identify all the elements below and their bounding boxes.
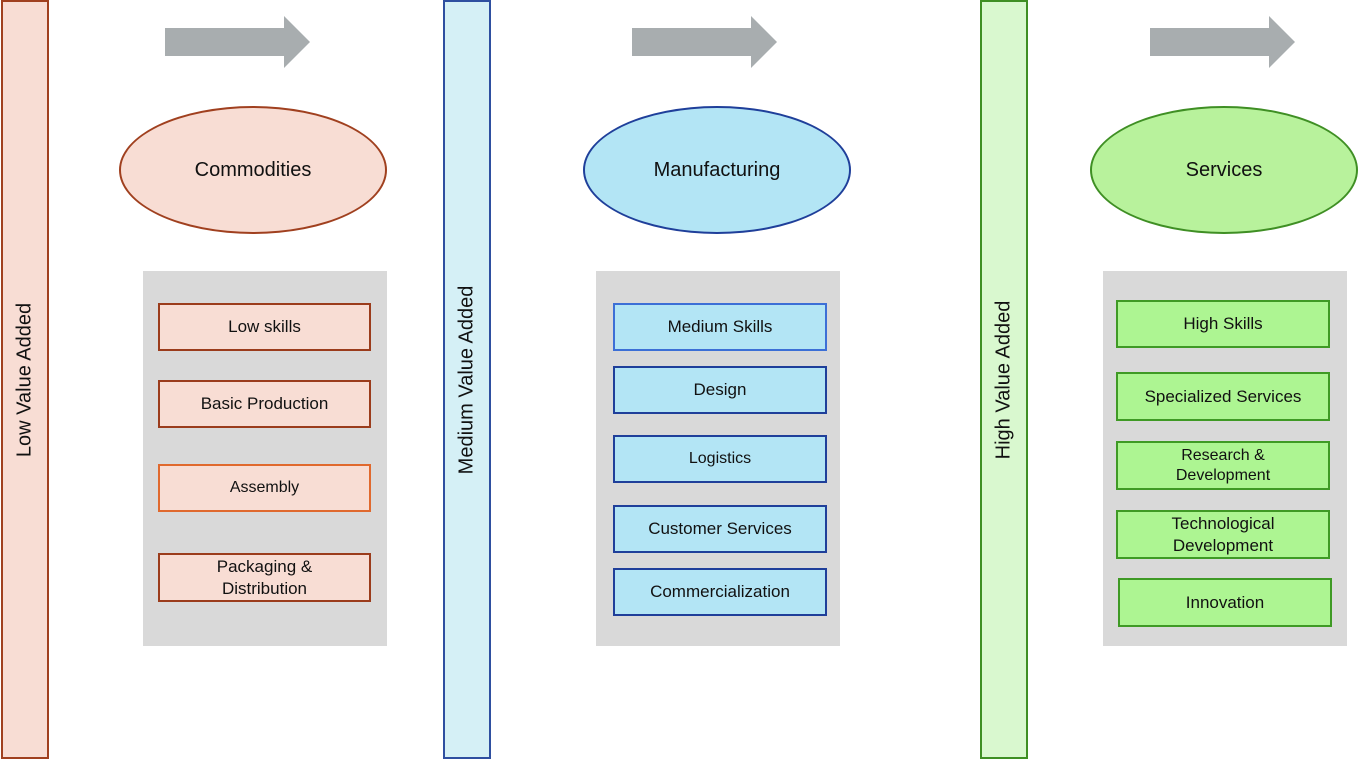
- right-arrow-icon: [632, 16, 777, 68]
- customer-services-box: Customer Services: [613, 505, 827, 553]
- specialized-services-box: Specialized Services: [1116, 372, 1330, 421]
- logistics-box: Logistics: [613, 435, 827, 483]
- low-skills-box: Low skills: [158, 303, 371, 351]
- commercialization-box: Commercialization: [613, 568, 827, 616]
- research-development-box: Research & Development: [1116, 441, 1330, 490]
- design-box: Design: [613, 366, 827, 414]
- high-value-added-bar: High Value Added: [980, 0, 1028, 759]
- commodities-ellipse: Commodities: [119, 106, 387, 234]
- high-value-added-label: High Value Added: [992, 300, 1015, 459]
- medium-value-added-label: Medium Value Added: [455, 285, 478, 474]
- low-value-added-label: Low Value Added: [13, 302, 36, 457]
- assembly-box: Assembly: [158, 464, 371, 512]
- packaging-distribution-box: Packaging & Distribution: [158, 553, 371, 602]
- medium-skills-box: Medium Skills: [613, 303, 827, 351]
- manufacturing-ellipse: Manufacturing: [583, 106, 851, 234]
- low-value-added-bar: Low Value Added: [1, 0, 49, 759]
- medium-value-added-bar: Medium Value Added: [443, 0, 491, 759]
- basic-production-box: Basic Production: [158, 380, 371, 428]
- services-ellipse: Services: [1090, 106, 1358, 234]
- right-arrow-icon: [165, 16, 310, 68]
- innovation-box: Innovation: [1118, 578, 1332, 627]
- technological-development-box: Technological Development: [1116, 510, 1330, 559]
- right-arrow-icon: [1150, 16, 1295, 68]
- high-skills-box: High Skills: [1116, 300, 1330, 348]
